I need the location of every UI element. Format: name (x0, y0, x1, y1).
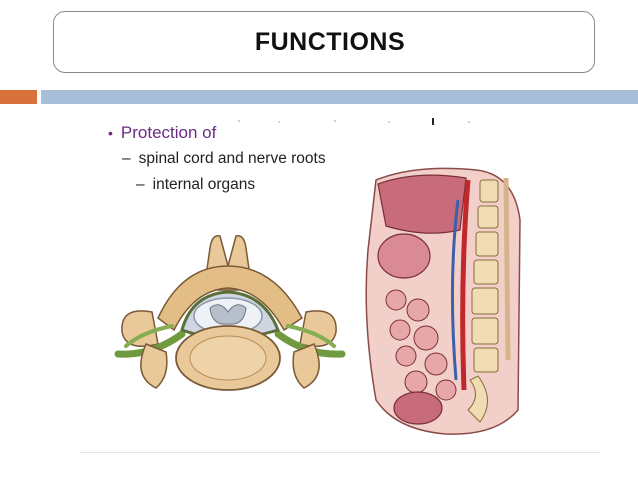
sub-dash: – (136, 176, 145, 193)
decorative-specks (238, 118, 470, 125)
bottom-divider (80, 452, 600, 453)
title-box: FUNCTIONS (53, 11, 595, 73)
sub-item: – internal organs (108, 172, 388, 198)
sub-dash: – (122, 150, 131, 167)
sub-item: – spinal cord and nerve roots (108, 146, 388, 172)
vertebra-illustration (114, 235, 346, 391)
bullet-item: • Protection of (108, 120, 388, 146)
torso-section-illustration (365, 167, 521, 435)
bullet-text: Protection of (120, 123, 217, 142)
sub-item-text: spinal cord and nerve roots (138, 150, 326, 167)
accent-bar-orange (0, 90, 37, 104)
bullet-list: • Protection of – spinal cord and nerve … (108, 120, 388, 198)
slide-title: FUNCTIONS (254, 27, 406, 56)
bullet-dot: • (108, 125, 113, 141)
accent-bar-blue (41, 90, 638, 104)
sub-item-text: internal organs (152, 176, 256, 193)
